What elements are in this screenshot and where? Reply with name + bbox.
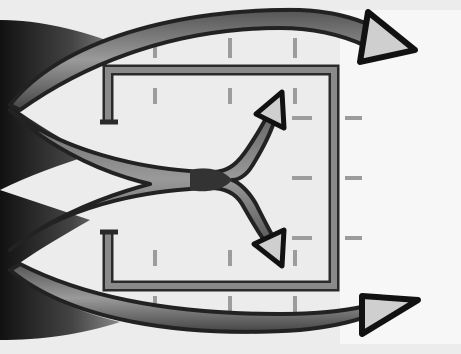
flow-diagram	[0, 0, 461, 354]
